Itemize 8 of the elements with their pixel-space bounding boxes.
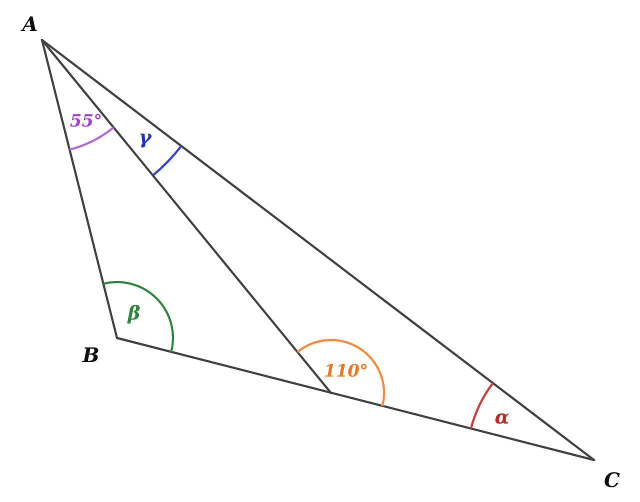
vertex-label: C	[604, 470, 620, 490]
angle-label: β	[128, 304, 140, 324]
angle-label: γ	[138, 128, 152, 148]
vertex-label: A	[22, 14, 38, 34]
vertex-label: B	[82, 345, 100, 365]
angle-label: 110°	[324, 364, 368, 380]
angle-label: α	[494, 408, 510, 428]
angle-label: 55°	[70, 114, 102, 130]
